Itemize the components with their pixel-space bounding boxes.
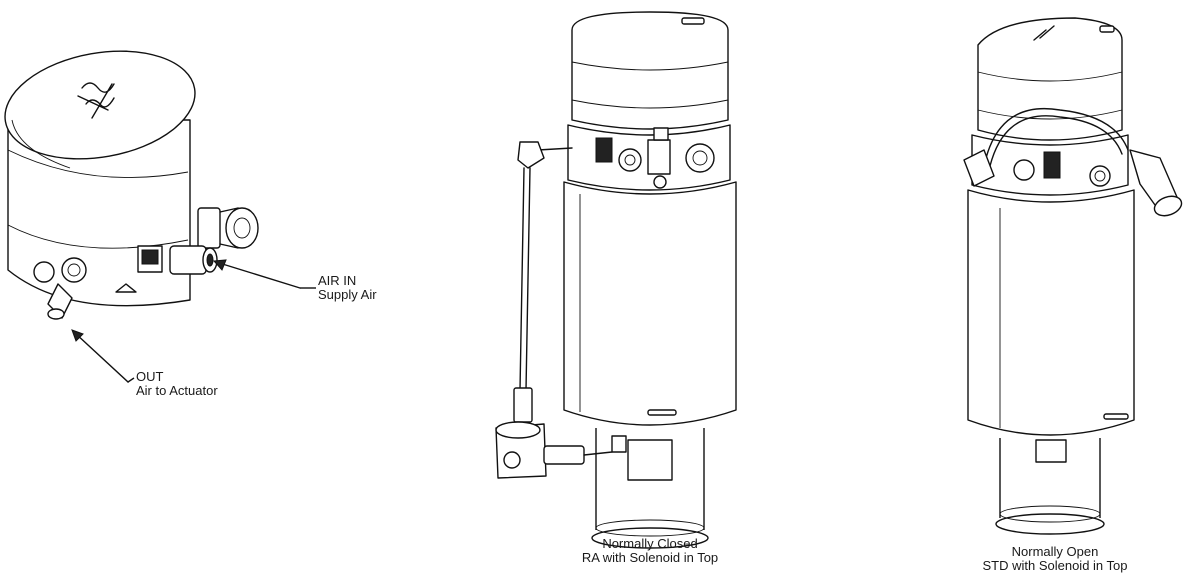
assembly-normally-closed: [495, 11, 737, 549]
air-in-title: AIR IN: [318, 273, 357, 288]
normally-open-caption: Normally Open: [1011, 544, 1099, 559]
assembly-normally-open: [963, 17, 1183, 535]
out-subtitle: Air to Actuator: [136, 383, 218, 398]
leader-out: [71, 329, 129, 383]
air-in-subtitle: Supply Air: [318, 287, 377, 302]
out-title: OUT: [136, 369, 164, 384]
normally-closed-caption: Normally Closed: [602, 536, 698, 551]
normally-closed-subcaption: RA with Solenoid in Top: [581, 550, 719, 565]
control-head-isometric: [4, 50, 259, 320]
leader-air-in: [212, 259, 301, 289]
normally-open-subcaption: STD with Solenoid in Top: [982, 558, 1128, 573]
